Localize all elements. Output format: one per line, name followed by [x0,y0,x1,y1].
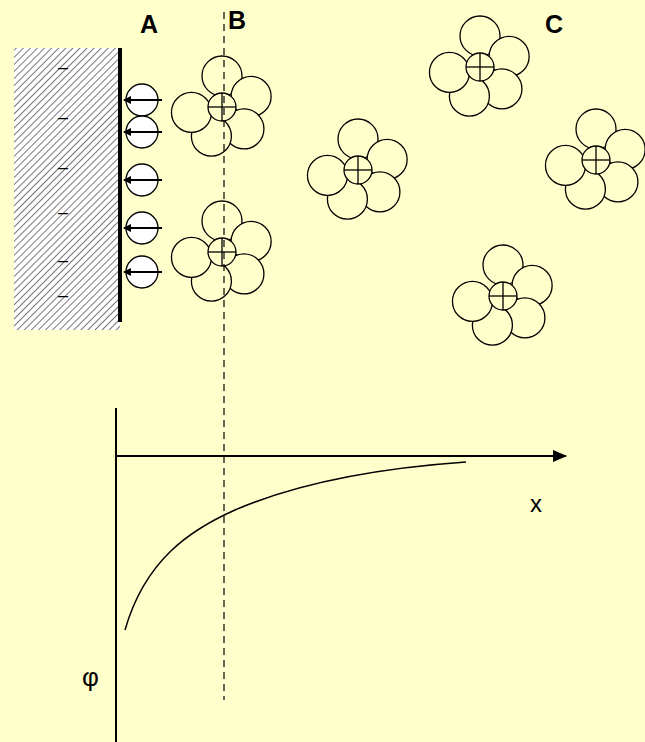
water-molecule [171,237,211,277]
anion-dipole-arrow [124,179,162,181]
potential-curve [125,462,466,630]
cation [208,238,236,266]
anion-dipole-arrow [124,99,162,101]
electrode [14,48,120,330]
water-molecule [429,52,469,92]
charge-sign: – [58,58,68,76]
adsorbed-anions [124,84,162,288]
cation-plus [502,282,503,310]
hydrated-cations [171,16,645,345]
water-molecule [307,155,347,195]
charge-sign: – [58,158,68,176]
anion-dipole-arrow [124,227,162,229]
cation-plus [221,93,222,121]
water-molecule [452,281,492,321]
cation [208,93,236,121]
water-molecule [545,145,585,185]
cation [466,53,494,81]
region-label: B [228,8,246,33]
region-label: C [545,12,563,37]
anion-dipole-arrow [124,271,162,273]
axis-label: φ [82,664,99,690]
x-axis [116,455,566,457]
cation [489,282,517,310]
plane-b-line [223,12,224,700]
cation-plus [479,53,480,81]
cation-plus [221,238,222,266]
water-molecule [171,92,211,132]
charge-sign: – [58,108,68,126]
electrode-surface [118,48,122,322]
phi-axis [115,408,117,742]
charge-sign: – [58,203,68,221]
cation [582,146,610,174]
region-label: A [140,12,158,37]
charge-sign: – [58,251,68,269]
cation [344,156,372,184]
anion-dipole-arrow [124,131,162,133]
cation-plus [595,146,596,174]
charge-sign: – [58,286,68,304]
axis-label: x [530,492,542,516]
cation-plus [357,156,358,184]
